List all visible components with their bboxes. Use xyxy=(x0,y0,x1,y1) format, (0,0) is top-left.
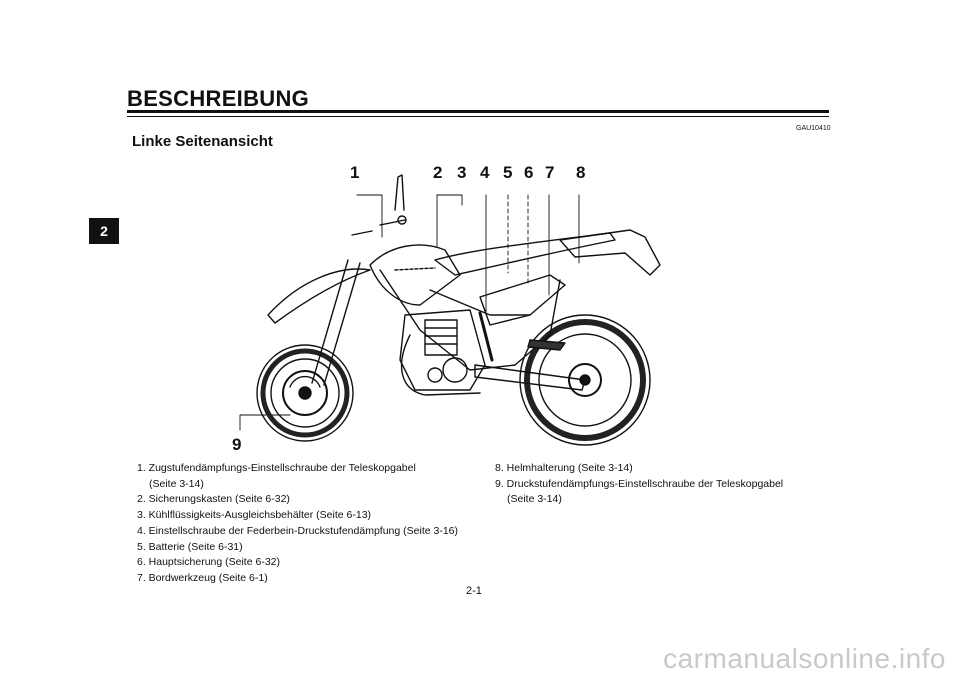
legend-item: 1. Zugstufendämpfungs-Einstellschraube d… xyxy=(137,462,416,474)
motorcycle-left-side-illustration xyxy=(239,174,661,446)
seat xyxy=(434,232,616,276)
legend-item: 9. Druckstufendämpfungs-Einstellschraube… xyxy=(495,477,784,490)
doc-code: GAU10410 xyxy=(796,125,831,132)
legend-item: 8. Helmhalterung (Seite 3-14) xyxy=(495,462,633,474)
side-cover xyxy=(479,274,566,326)
legend-left: 1. Zugstufendämpfungs-Einstellschraube d… xyxy=(137,461,458,587)
legend-item: (Seite 3-14) xyxy=(149,477,204,490)
callout-9: 9 xyxy=(232,435,242,454)
callout-3: 3 xyxy=(457,163,467,182)
page-number: 2-1 xyxy=(466,585,482,597)
front-fender xyxy=(267,268,371,324)
exhaust-pipe xyxy=(400,334,481,396)
title-rule-thick xyxy=(127,110,829,113)
rear-fender xyxy=(559,229,661,276)
callout-5: 5 xyxy=(503,163,513,182)
callout-4: 4 xyxy=(480,163,490,182)
front-wheel xyxy=(256,344,354,442)
legend-item: 6. Hauptsicherung (Seite 6-32) xyxy=(137,556,280,569)
legend-right: 8. Helmhalterung (Seite 3-14) 9. Druckst… xyxy=(495,461,783,508)
legend-item: (Seite 3-14) xyxy=(507,493,562,506)
subsection-title: Linke Seitenansicht xyxy=(132,133,273,150)
rear-wheel xyxy=(519,314,651,446)
callout-7: 7 xyxy=(545,163,555,182)
callout-2: 2 xyxy=(433,163,443,182)
engine xyxy=(399,309,486,391)
fuel-tank xyxy=(369,244,461,306)
callout-6: 6 xyxy=(524,163,534,182)
callout-1: 1 xyxy=(350,163,360,182)
watermark: carmanualsonline.info xyxy=(663,643,946,674)
rear-shock xyxy=(478,311,494,362)
legend-item: 2. Sicherungskasten (Seite 6-32) xyxy=(137,493,290,506)
chapter-tab: 2 xyxy=(89,218,119,244)
legend-item: 5. Batterie (Seite 6-31) xyxy=(137,540,243,553)
front-fork xyxy=(311,174,407,386)
section-title: BESCHREIBUNG xyxy=(127,86,310,111)
title-rule-thin xyxy=(127,116,829,117)
leader-lines xyxy=(239,194,580,431)
swingarm xyxy=(474,364,586,391)
legend-item: 4. Einstellschraube der Federbein-Drucks… xyxy=(137,524,459,537)
legend-item: 3. Kühlflüssigkeits-Ausgleichsbehälter (… xyxy=(137,509,372,522)
legend-item: 7. Bordwerkzeug (Seite 6-1) xyxy=(137,571,268,584)
callout-8: 8 xyxy=(576,163,586,182)
